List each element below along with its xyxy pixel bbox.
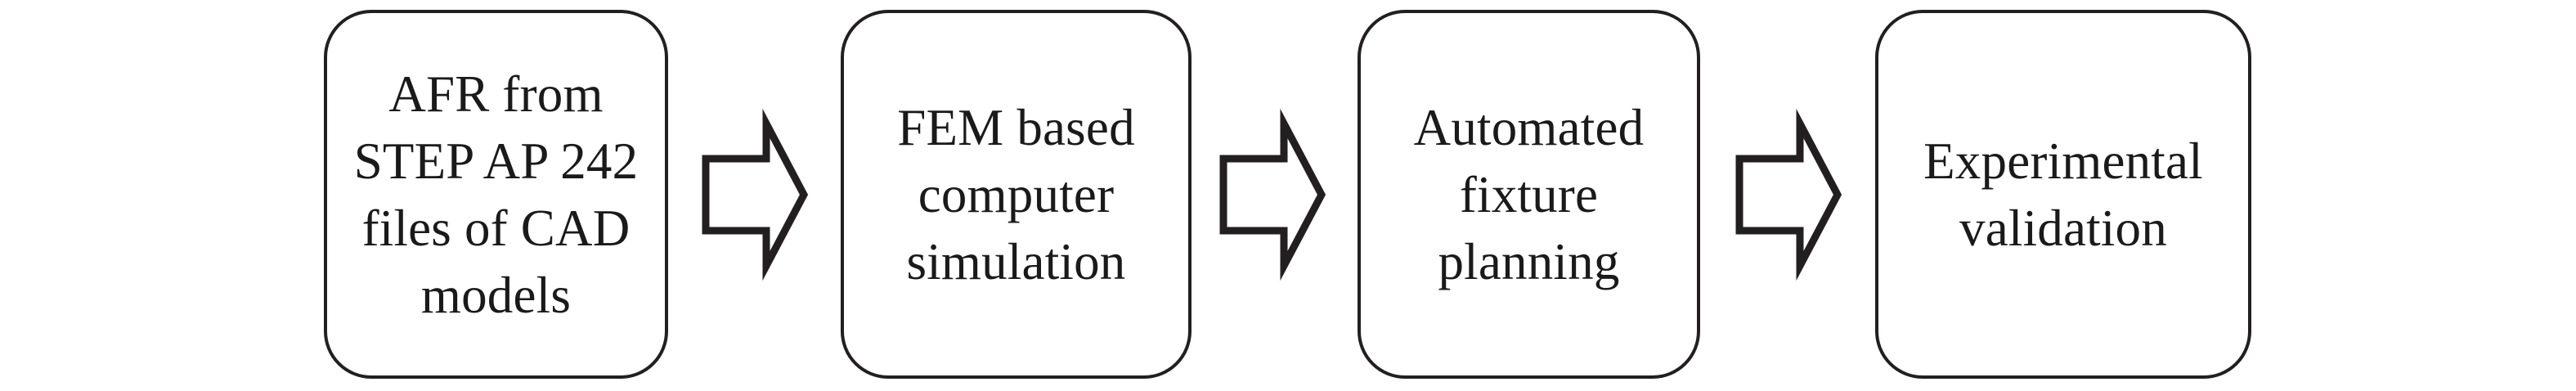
process-node-label: Experimental validation xyxy=(1923,132,2203,257)
process-node-label: FEM based computer simulation xyxy=(897,98,1135,290)
process-node-afr-step-cad: AFR from STEP AP 242 files of CAD models xyxy=(324,10,668,379)
arrow-right-icon xyxy=(1218,108,1326,281)
process-node-fixture-planning: Automated fixture planning xyxy=(1358,10,1700,379)
arrow-right-icon xyxy=(701,108,809,281)
arrow-right-icon xyxy=(1735,108,1842,281)
process-node-label: AFR from STEP AP 242 files of CAD models xyxy=(353,65,639,324)
process-node-fem-simulation: FEM based computer simulation xyxy=(841,10,1192,379)
process-node-experimental-validation: Experimental validation xyxy=(1875,10,2251,379)
process-node-label: Automated fixture planning xyxy=(1413,98,1645,290)
